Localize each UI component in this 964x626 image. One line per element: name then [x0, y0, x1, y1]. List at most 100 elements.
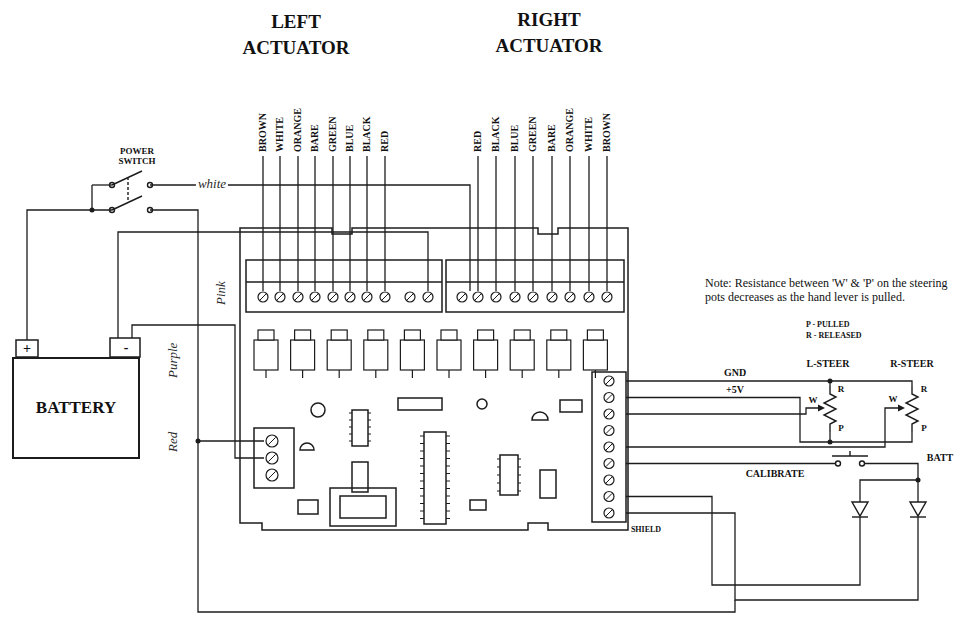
terminal-screw [606, 461, 612, 467]
battery-terminal [16, 340, 38, 357]
chip-pin [420, 496, 424, 497]
terminal-screw [606, 411, 612, 417]
chip-pin [446, 473, 450, 474]
terminal-screw [266, 469, 278, 481]
terminal-screw [565, 292, 575, 302]
battery-box: BATTERY [12, 357, 140, 459]
switch-contact [148, 183, 153, 188]
terminal-block [246, 260, 442, 312]
transistor [532, 412, 548, 420]
driver-transistor [441, 330, 457, 340]
chip-pin [368, 441, 371, 442]
chip-pin [349, 413, 521, 519]
terminal-screw [586, 294, 592, 300]
terminal-block [446, 281, 624, 283]
chip-pin [349, 441, 352, 442]
led-symbol [852, 502, 926, 517]
pin-name: W [889, 394, 898, 404]
led [477, 399, 487, 409]
wire-note: Purple [165, 343, 180, 378]
terminal-screw [268, 437, 275, 444]
chip-pin [446, 436, 450, 437]
wire-color: GREEN [527, 116, 539, 152]
terminal-screw [423, 292, 433, 302]
terminal-screw [606, 510, 612, 516]
battery-wire [27, 210, 112, 340]
terminal-screw [604, 508, 614, 518]
wire-color: BARE [546, 124, 558, 152]
terminal-screw [606, 494, 612, 500]
terminal-screw [606, 444, 612, 450]
terminal-screw [328, 292, 338, 302]
driver-transistor [295, 330, 311, 340]
chip [424, 432, 446, 524]
terminal-screw [266, 452, 278, 464]
note-text: Note: Resistance between 'W' & 'P' on th… [705, 276, 957, 304]
terminal-block [446, 260, 624, 312]
signal-name: BATT [927, 452, 954, 464]
actuator-wire [495, 156, 496, 291]
terminal-screw [268, 454, 275, 461]
supply-wire [626, 398, 912, 443]
driver-transistor [291, 340, 315, 370]
terminal-screw [275, 292, 285, 302]
terminal-screw [549, 294, 555, 300]
calibrate-wire [865, 464, 919, 503]
driver-transistor [551, 330, 567, 340]
driver-transistor [485, 370, 486, 378]
chip-pin [420, 443, 424, 444]
terminal-screw [512, 294, 518, 300]
driver-transistor [437, 340, 461, 370]
wire-color: RED [379, 131, 391, 152]
component [470, 500, 486, 510]
transistor [300, 443, 314, 450]
key-text: R - RELEASED [806, 331, 862, 341]
switch-wire [150, 210, 735, 612]
wire-color: BROWN [601, 113, 613, 152]
component [560, 400, 582, 412]
terminal-screw [258, 292, 614, 518]
terminal-screw [312, 294, 318, 300]
actuator-heading: LEFT ACTUATOR [231, 9, 361, 61]
signal-name: +5V [726, 384, 744, 396]
wiper-wire [626, 408, 819, 414]
terminal-screw [277, 294, 283, 300]
power-connector [254, 428, 294, 488]
actuator-wire [366, 156, 367, 291]
pushbutton-symbol [849, 451, 850, 456]
led-symbol [852, 502, 868, 516]
terminal-screw [604, 475, 614, 485]
terminal-screw [345, 292, 355, 302]
wire-color: BLACK [490, 116, 502, 152]
chip-pin [446, 458, 450, 459]
driver-transistor [368, 330, 384, 340]
terminal-screw [362, 292, 372, 302]
shield-label: SHIELD [631, 525, 661, 535]
junction-dot [196, 439, 201, 444]
driver-transistor [331, 330, 347, 340]
chip-pin [518, 491, 521, 492]
chip-pin [446, 496, 450, 497]
key-text: P - PULLED [806, 320, 850, 330]
terminal-screw [268, 471, 275, 478]
led-symbol [852, 516, 868, 517]
junction-dot [90, 208, 921, 483]
module [330, 488, 396, 526]
terminal-screw [606, 395, 612, 401]
driver-transistor [412, 370, 413, 378]
terminal-screw [604, 426, 614, 436]
terminal-screw [606, 428, 612, 434]
terminal-screw [295, 294, 301, 300]
chip-pin [420, 436, 424, 437]
chip-pin [420, 503, 424, 504]
chip-pin [446, 481, 450, 482]
driver-transistor [364, 340, 388, 370]
wire-color: BROWN [257, 113, 269, 152]
terminal-screw [382, 294, 388, 300]
driver-transistor [448, 370, 449, 378]
terminal-screw [260, 294, 266, 300]
terminal-screw [604, 459, 614, 469]
actuator-wire [314, 156, 315, 291]
